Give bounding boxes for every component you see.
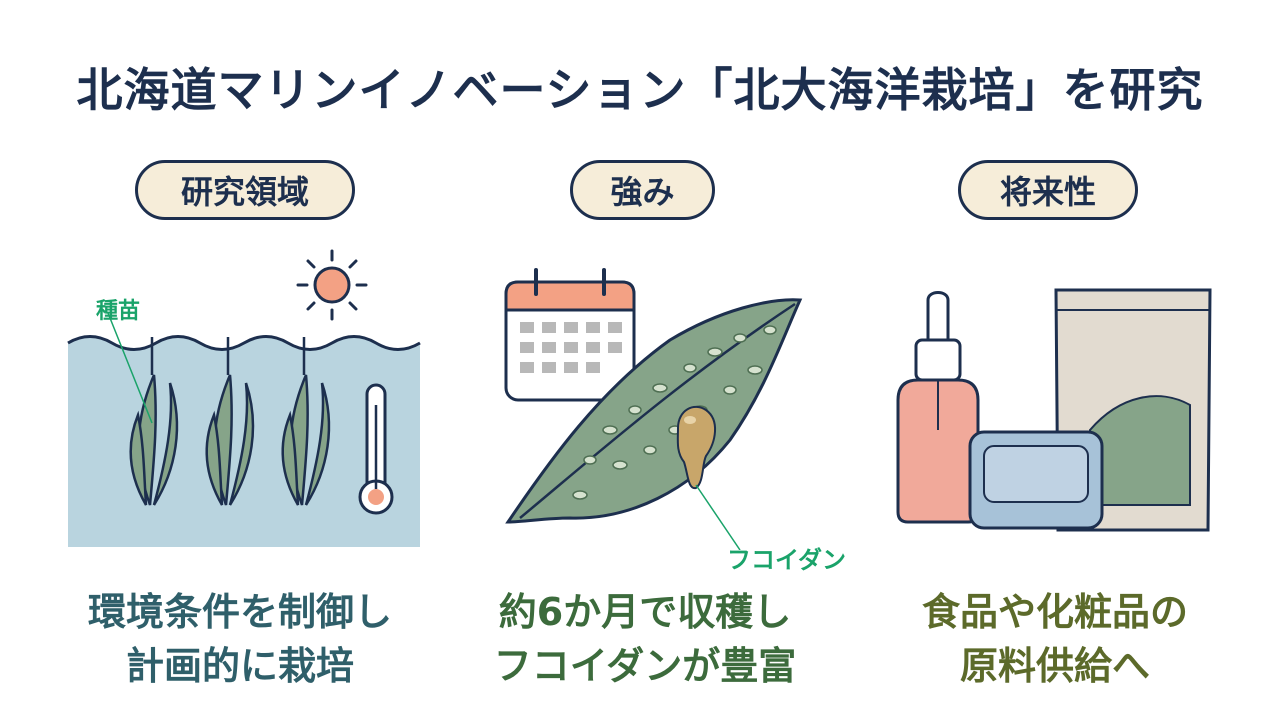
calendar-icon bbox=[504, 268, 636, 402]
caption-research-area: 環境条件を制御し 計画的に栽培 bbox=[87, 590, 392, 688]
dropper-bottle-icon bbox=[896, 291, 980, 524]
caption-future: 食品や化粧品の 原料供給へ bbox=[921, 590, 1188, 688]
section-heading-future: 将来性 bbox=[958, 160, 1138, 220]
page-title: 北海道マリンイノベーション「北大海洋栽培」を研究 bbox=[76, 63, 1204, 117]
products-illustration bbox=[896, 288, 1212, 532]
fucoidan-pointer bbox=[695, 484, 741, 550]
kelp-leaf-icon bbox=[505, 298, 803, 524]
sun-icon bbox=[296, 249, 368, 321]
soap-bar-icon bbox=[968, 430, 1104, 530]
harvest-illustration bbox=[504, 268, 803, 550]
thermometer-icon bbox=[358, 383, 394, 515]
seaweed-icon bbox=[129, 374, 331, 506]
section-heading-strength: 強み bbox=[570, 160, 715, 220]
caption-strength: 約6か月で収穫し フコイダンが豊富 bbox=[493, 590, 797, 688]
section-heading-research-area: 研究領域 bbox=[135, 160, 355, 220]
cultivation-tank-illustration bbox=[67, 249, 421, 547]
fucoidan-droplet-icon bbox=[676, 405, 716, 490]
fucoidan-label: フコイダン bbox=[727, 546, 847, 574]
seedling-label: 種苗 bbox=[96, 299, 141, 324]
rope-lines bbox=[150, 337, 306, 375]
seedling-pointer bbox=[107, 312, 153, 424]
